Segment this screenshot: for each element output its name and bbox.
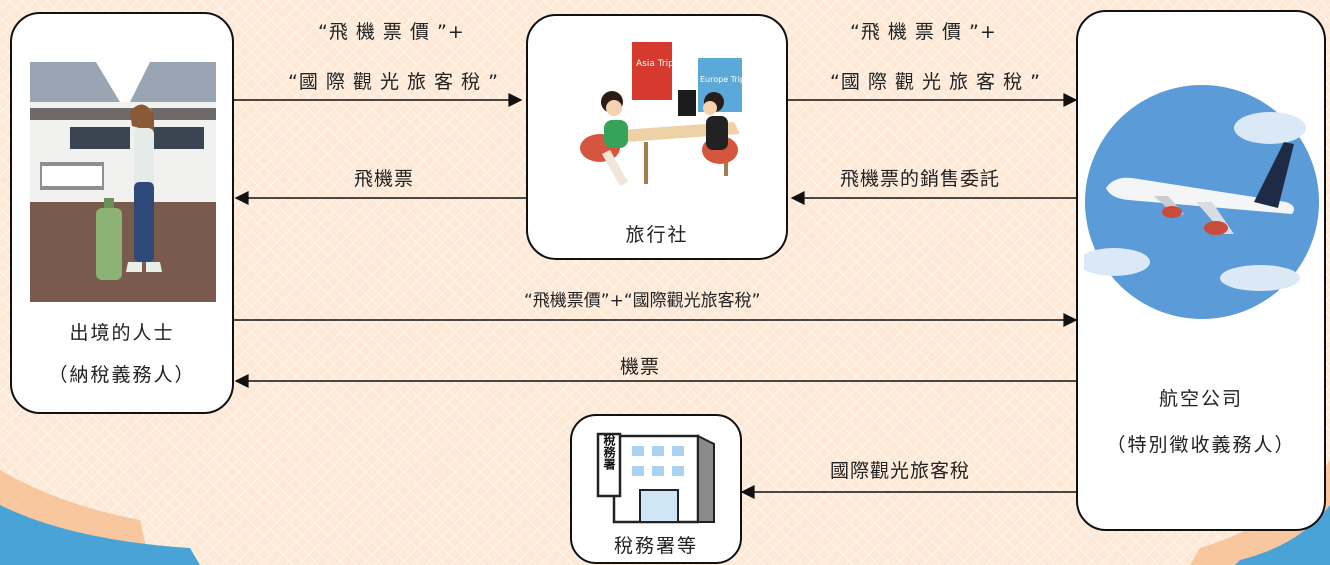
flow-label-traveler-to-agency-2: “國 際 觀 光 旅 客 稅 ”	[288, 71, 499, 93]
flow-label-airline-to-traveler: 機票	[620, 356, 661, 378]
agency-sign-asia: Asia Trip	[636, 59, 674, 69]
flow-label-traveler-to-agency-1: “飛 機 票 價 ”+	[318, 21, 465, 43]
taxoffice-illustration: 稅務署	[596, 433, 715, 524]
traveler-node: 出境的人士 （納稅義務人）	[10, 12, 234, 414]
airline-label: 航空公司	[1158, 388, 1243, 410]
traveler-role: （納稅義務人）	[48, 364, 196, 386]
airline-role: （特別徵收義務人）	[1106, 434, 1296, 456]
airline-node: 航空公司 （特別徵收義務人）	[1076, 10, 1326, 531]
agency-illustration: Asia Trip Europe Trip	[580, 42, 744, 186]
traveler-illustration	[30, 62, 216, 302]
airline-illustration	[1084, 85, 1319, 319]
flow-label-traveler-to-airline: “飛機票價”+“國際觀光旅客稅”	[524, 291, 761, 311]
agency-sign-europe: Europe Trip	[700, 75, 744, 84]
traveler-label: 出境的人士	[69, 322, 175, 344]
flow-label-agency-to-airline-2: “國 際 觀 光 旅 客 稅 ”	[830, 71, 1041, 93]
taxoffice-node: 稅務署 稅務署等	[570, 414, 742, 564]
taxoffice-sign-text: 稅務署	[602, 433, 616, 471]
taxoffice-label: 稅務署等	[613, 535, 698, 557]
flow-label-airline-to-agency: 飛機票的銷售委託	[840, 168, 1001, 190]
agency-node: Asia Trip Europe Trip 旅行社	[526, 14, 788, 260]
flow-label-agency-to-traveler: 飛機票	[354, 168, 415, 190]
flow-label-agency-to-airline-1: “飛 機 票 價 ”+	[850, 21, 997, 43]
flow-label-airline-to-taxoffice: 國際觀光旅客稅	[830, 460, 971, 482]
agency-label: 旅行社	[625, 224, 689, 246]
